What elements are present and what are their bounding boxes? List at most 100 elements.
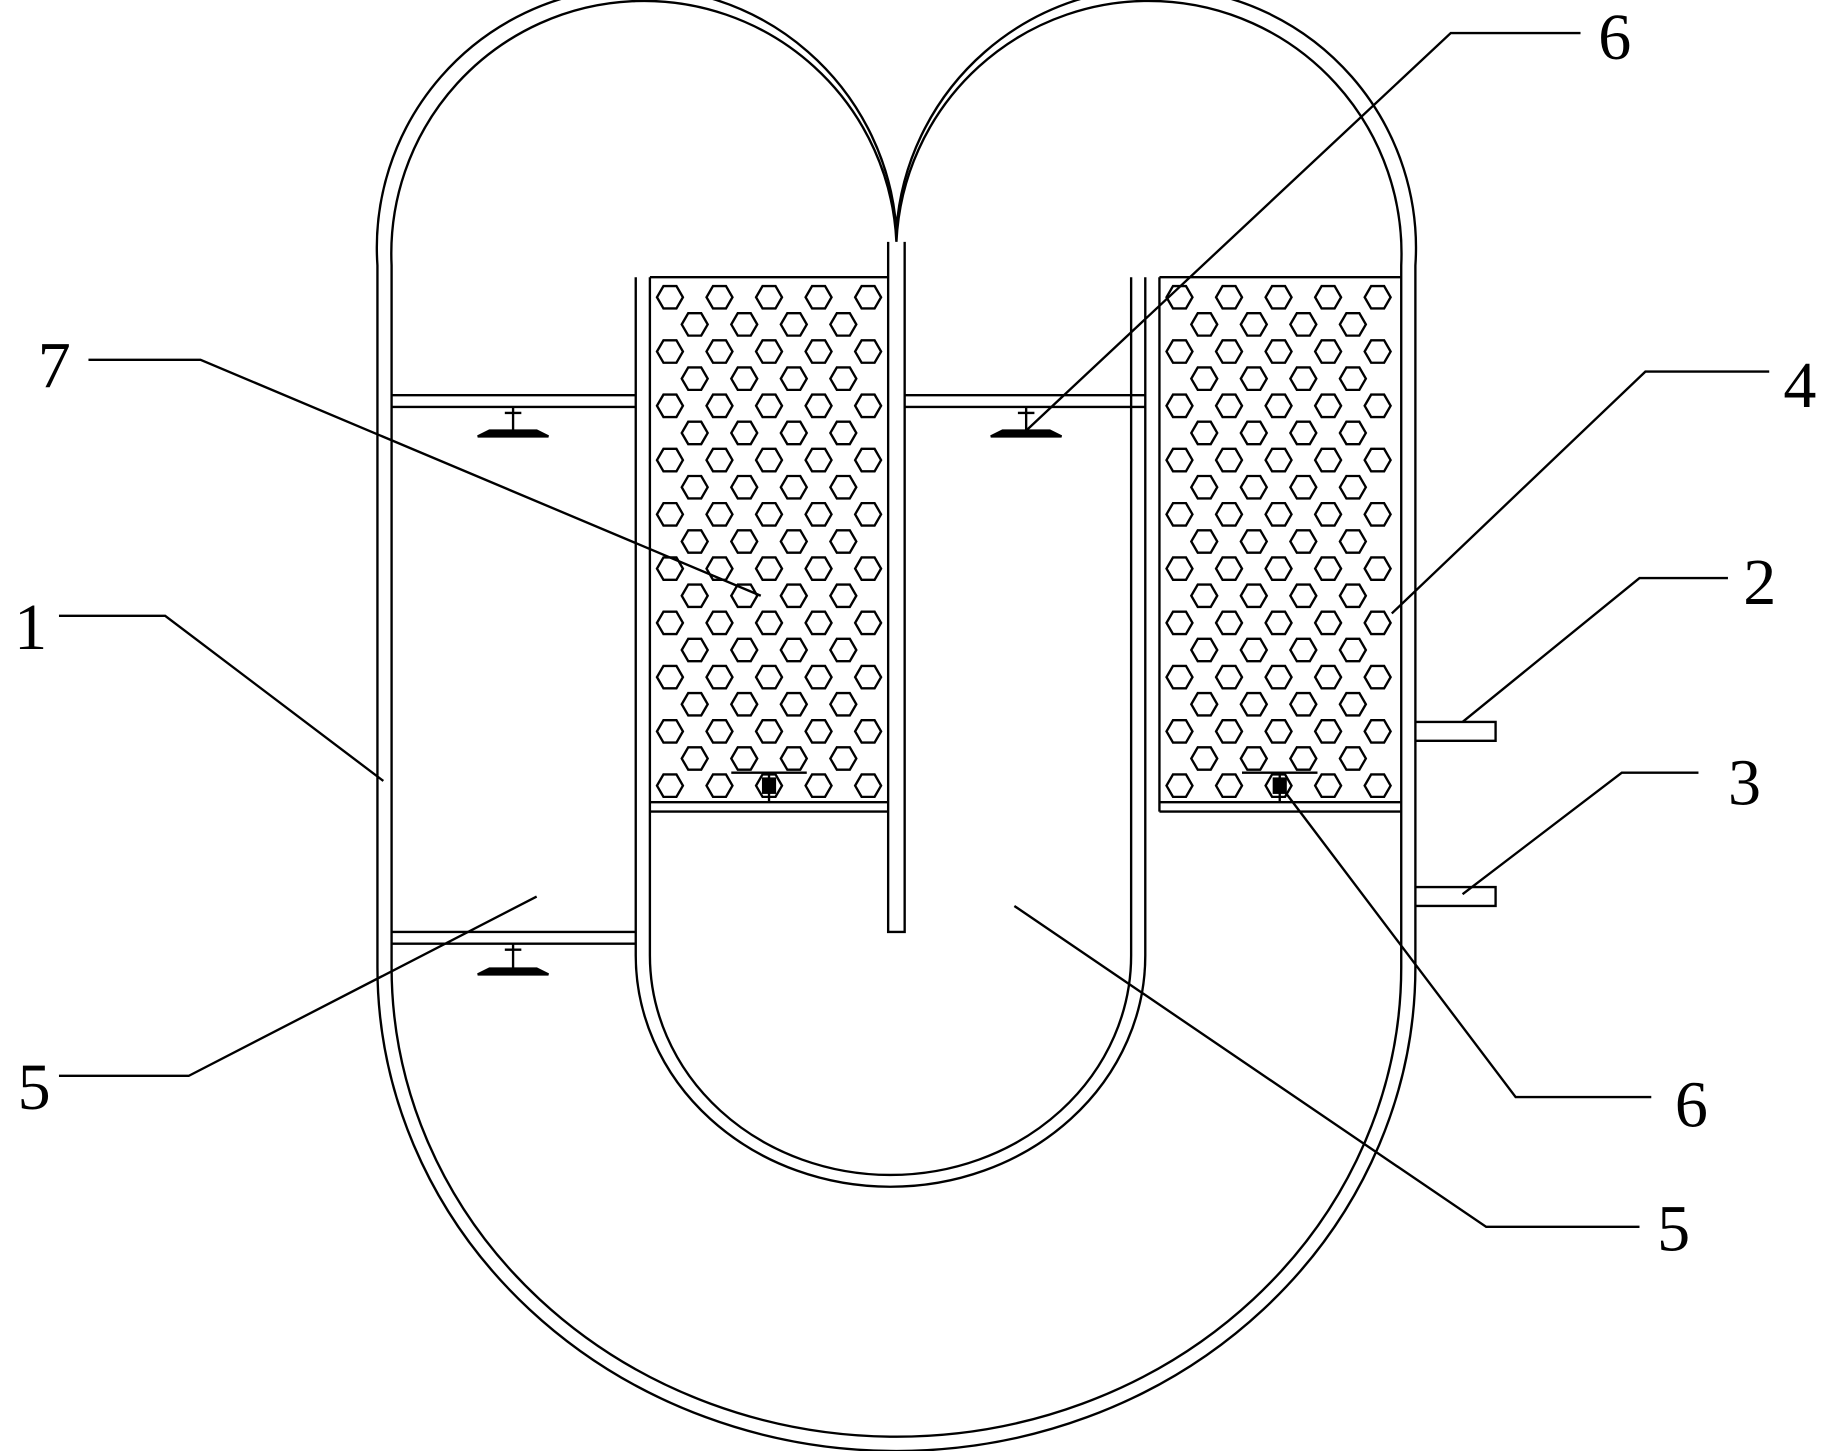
packing-hexagon (1165, 556, 1194, 581)
packing-hexagon (1338, 312, 1368, 337)
packing-hexagon (1363, 447, 1392, 473)
packing-hexagon (1189, 637, 1219, 663)
label-3: 3 (1728, 747, 1761, 820)
packing-hexagon (1214, 556, 1244, 581)
packing-hexagon (655, 556, 685, 581)
packing-hexagon (1313, 773, 1343, 799)
packing-hexagon (754, 664, 784, 690)
packing-hexagon (1189, 474, 1219, 500)
packing-hexagon (1313, 610, 1343, 636)
packing-hexagon (1288, 637, 1318, 663)
packing-hexagon (1165, 773, 1194, 799)
packing-hexagon (655, 284, 685, 310)
packing-hexagon (705, 447, 734, 473)
packing-hexagon (655, 501, 685, 527)
leader-lines (58, 31, 1770, 1229)
packing-hexagon (853, 610, 883, 636)
packing-hexagon (680, 691, 710, 717)
packing-hexagon (754, 610, 784, 636)
packing-hexagon (804, 610, 833, 636)
packing-hexagon (754, 284, 784, 310)
packing-hexagon (1313, 284, 1343, 310)
packing-hexagon (828, 583, 858, 609)
packing-hexagon (853, 719, 883, 744)
packing-hexagon (1239, 637, 1269, 663)
packing-hexagon (1165, 447, 1194, 473)
packing-hexagon (853, 447, 883, 473)
packing-hexagon (754, 773, 784, 799)
packing-hexagon (1313, 664, 1343, 690)
packing-hexagon (1363, 556, 1392, 581)
packing-hexagon (754, 339, 784, 364)
packing-hexagon (1264, 664, 1293, 690)
packing-hexagon (680, 583, 710, 609)
packing-hexagon (779, 312, 809, 337)
packing-section-left (655, 284, 883, 799)
packing-hexagon (655, 664, 685, 690)
packing-hexagon (655, 773, 685, 799)
packing-hexagon (1338, 746, 1368, 771)
packing-hexagon (804, 501, 833, 527)
label-1: 1 (14, 591, 47, 664)
packing-hexagon (1288, 583, 1318, 609)
packing-hexagon (1165, 610, 1194, 636)
packing-hexagon (705, 501, 734, 527)
packing-hexagon (828, 474, 858, 500)
packing-hexagon (1363, 501, 1392, 527)
packing-hexagon (1338, 529, 1368, 554)
packing-hexagon (1214, 773, 1244, 799)
packing-hexagon (1239, 366, 1269, 392)
packing-hexagon (1189, 366, 1219, 392)
packing-hexagon (779, 474, 809, 500)
packing-hexagon (1264, 447, 1293, 473)
label-5-left: 5 (18, 1051, 51, 1124)
packing-hexagon (1338, 474, 1368, 500)
packing-hexagon (680, 366, 710, 392)
packing-hexagon (729, 474, 759, 500)
packing-hexagon (1239, 474, 1269, 500)
packing-hexagon (1313, 501, 1343, 527)
packing-hexagon (828, 529, 858, 554)
packing-hexagon (804, 393, 833, 419)
packing-hexagon (828, 637, 858, 663)
packing-hexagon (729, 746, 759, 771)
packing-hexagon (779, 637, 809, 663)
packing-hexagon (1264, 393, 1293, 419)
label-6-top: 6 (1598, 1, 1631, 74)
packing-hexagon (1338, 366, 1368, 392)
packing-hexagon (1189, 529, 1219, 554)
packing-hexagon (1189, 691, 1219, 717)
packing-hexagon (1313, 339, 1343, 364)
packing-hexagon (1288, 312, 1318, 337)
packing-section-right (1165, 284, 1392, 799)
packing-hexagon (1239, 746, 1269, 771)
nozzle-mid-left (731, 771, 807, 803)
packing-hexagon (1338, 691, 1368, 717)
packing-hexagon (1363, 284, 1392, 310)
packing-hexagon (1239, 583, 1269, 609)
packing-hexagon (754, 393, 784, 419)
packing-hexagon (1338, 583, 1368, 609)
packing-hexagon (1189, 583, 1219, 609)
packing-hexagon (853, 556, 883, 581)
packing-hexagon (804, 339, 833, 364)
packing-hexagon (1338, 420, 1368, 446)
packing-hexagon (1189, 312, 1219, 337)
packing-hexagon (804, 664, 833, 690)
packing-hexagon (853, 664, 883, 690)
packing-hexagon (1214, 664, 1244, 690)
packing-hexagon (779, 691, 809, 717)
packing-hexagon (680, 746, 710, 771)
packing-hexagon (1239, 529, 1269, 554)
packing-hexagon (1165, 501, 1194, 527)
outer-shell (375, 0, 1418, 1451)
packing-hexagon (1363, 610, 1392, 636)
packing-hexagon (1239, 420, 1269, 446)
packing-hexagon (1239, 691, 1269, 717)
packing-hexagon (1214, 610, 1244, 636)
packing-hexagon (1338, 637, 1368, 663)
packing-hexagon (680, 637, 710, 663)
inner-u-wall (634, 277, 1147, 1188)
packing-hexagon (655, 610, 685, 636)
